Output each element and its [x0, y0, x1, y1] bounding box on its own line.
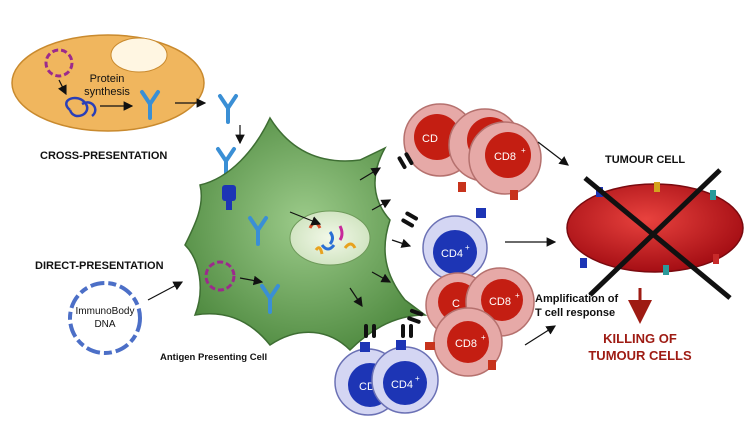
cd8-cell-cluster-top: CD CD8 +: [397, 103, 542, 200]
cd8-label: CD: [422, 133, 438, 145]
direct-presentation-label: DIRECT-PRESENTATION: [35, 260, 164, 272]
immunobody-dna-plasmid: ImmunoBody DNA: [68, 281, 142, 355]
cd8-cell-cluster-bottom: C CD8 + CD8 +: [407, 267, 535, 377]
cd4-cell-pair-bottom: CD CD4 +: [334, 324, 439, 416]
cd4-label: CD: [359, 381, 375, 393]
tcr-icon: [401, 324, 413, 338]
cd4-cell-middle: CD4 +: [401, 208, 488, 281]
immunobody-label-2: DNA: [94, 319, 115, 330]
cd4-label: CD4: [441, 248, 463, 260]
cross-out-line: [588, 168, 722, 297]
cd8-plus: +: [481, 333, 486, 342]
antigen-presenting-cell: [184, 116, 428, 352]
protein-synthesis-label-1: Protein: [90, 73, 125, 85]
cd8-plus: +: [515, 291, 520, 300]
cd4-plus: +: [415, 374, 420, 383]
protein-synthesis-cell: Protein synthesis: [11, 34, 205, 132]
tcr-icon: [397, 152, 414, 169]
amplification-label-2: T cell response: [535, 307, 615, 319]
apc-label: Antigen Presenting Cell: [160, 352, 267, 363]
cd4-label: CD4: [391, 379, 413, 391]
cd8-label: CD8: [455, 338, 477, 350]
amplification-label-1: Amplification of: [535, 293, 618, 305]
cd8-label: CD8: [494, 151, 516, 163]
protein-synthesis-label-2: synthesis: [84, 86, 130, 98]
cd4-plus: +: [465, 243, 470, 252]
antibody-icon: [218, 94, 238, 124]
cd8-plus: +: [521, 146, 526, 155]
killing-label-1: KILLING OF: [603, 331, 677, 346]
tumour-cell: [566, 168, 744, 300]
tumour-cell-label: TUMOUR CELL: [605, 154, 685, 166]
cross-out-line: [583, 176, 732, 300]
tcr-icon: [401, 211, 418, 228]
cd8-label: C: [452, 298, 460, 310]
cd8-label: CD8: [489, 296, 511, 308]
killing-label-2: TUMOUR CELLS: [588, 348, 692, 363]
cross-presentation-label: CROSS-PRESENTATION: [40, 150, 167, 162]
immunobody-label-1: ImmunoBody: [76, 306, 135, 317]
